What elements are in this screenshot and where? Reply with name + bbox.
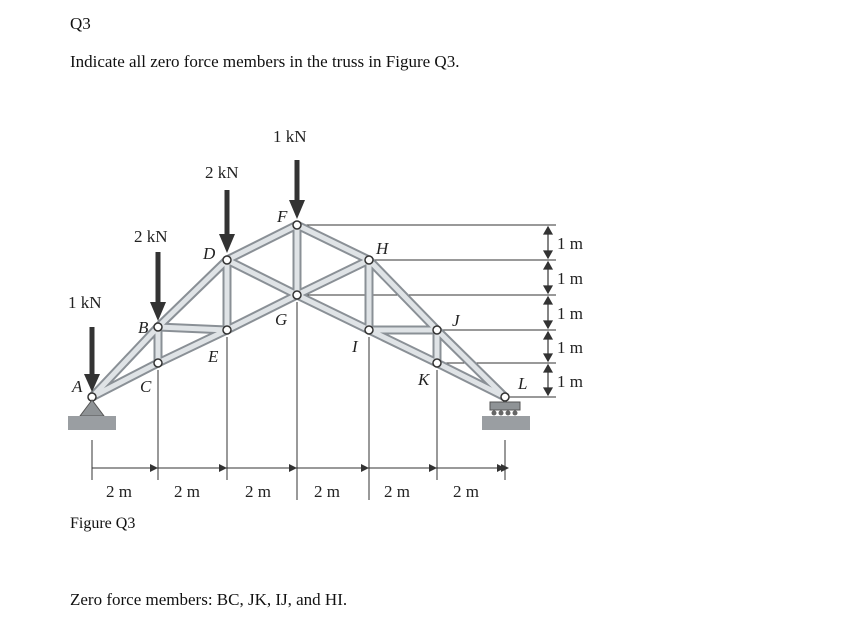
joint-label-C: C [140, 377, 152, 396]
joint-label-F: F [276, 207, 288, 226]
height-reference-lines [297, 224, 556, 398]
question-prompt: Indicate all zero force members in the t… [70, 52, 460, 71]
vertical-dimension-1: 1 m [557, 234, 583, 253]
joint-label-D: D [202, 244, 216, 263]
load-arrows [84, 160, 305, 392]
horizontal-dimension-4: 2 m [314, 482, 340, 501]
truss-member-fill [89, 222, 508, 400]
horizontal-dimension-2: 2 m [174, 482, 200, 501]
truss-figure: 1 kN 2 kN 2 kN 1 kN A B C D E F G H I J … [68, 127, 583, 501]
load-label-D: 2 kN [205, 163, 239, 182]
horizontal-dimension-3: 2 m [245, 482, 271, 501]
question-label: Q3 [70, 14, 91, 33]
load-label-B: 2 kN [134, 227, 168, 246]
joint-label-K: K [417, 370, 431, 389]
roller-support-L [482, 401, 530, 430]
vertical-dimension-2: 1 m [557, 269, 583, 288]
joint-label-E: E [207, 347, 219, 366]
joint-label-B: B [138, 318, 149, 337]
horizontal-dimension-arrows [150, 464, 505, 472]
figure-caption: Figure Q3 [70, 515, 136, 532]
vertical-dimension-5: 1 m [557, 372, 583, 391]
vertical-dimension-3: 1 m [557, 304, 583, 323]
joint-label-I: I [351, 337, 359, 356]
joint-label-H: H [375, 239, 390, 258]
horizontal-dimension-5: 2 m [384, 482, 410, 501]
answer-text: Zero force members: BC, JK, IJ, and HI. [70, 590, 348, 609]
load-label-A: 1 kN [68, 293, 102, 312]
horizontal-dimension-1: 2 m [106, 482, 132, 501]
vertical-dimension-arrows [542, 225, 554, 397]
joint-label-J: J [452, 311, 461, 330]
joint-label-L: L [517, 374, 527, 393]
joint-label-A: A [71, 377, 83, 396]
joint-pins [87, 220, 510, 402]
joint-label-G: G [275, 310, 287, 329]
pin-support-A [68, 399, 116, 430]
vertical-dimension-4: 1 m [557, 338, 583, 357]
load-label-F: 1 kN [273, 127, 307, 146]
horizontal-dimension-6: 2 m [453, 482, 479, 501]
